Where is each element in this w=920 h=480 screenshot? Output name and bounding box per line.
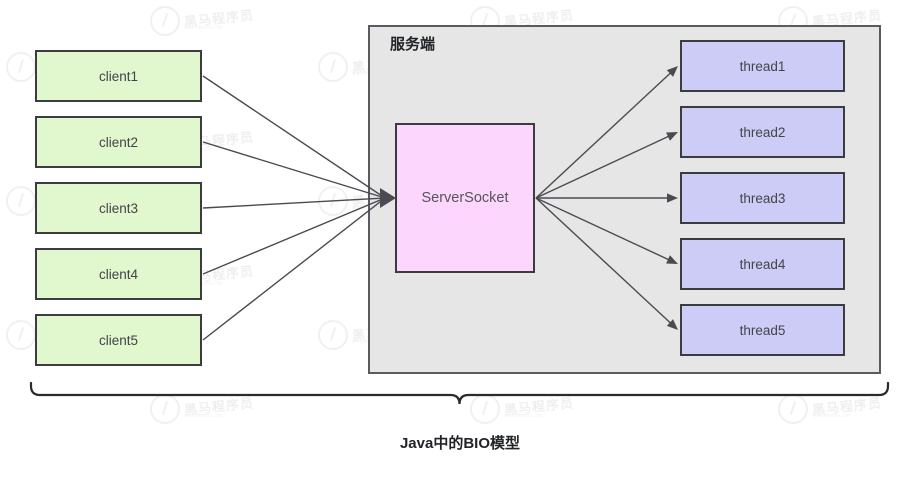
- edge-client1-to-serversocket: [202, 75, 386, 199]
- node-client-3[interactable]: client3: [35, 182, 202, 234]
- node-thread-5[interactable]: thread5: [680, 304, 845, 356]
- node-client-2[interactable]: client2: [35, 116, 202, 168]
- server-panel-title: 服务端: [390, 36, 436, 53]
- watermark-logo-icon: [6, 186, 36, 216]
- watermark-url: www.itheima.com: [184, 412, 223, 419]
- watermark-logo-icon: [150, 6, 180, 36]
- watermark-text: 黑马程序员: [811, 394, 883, 418]
- node-label: client4: [98, 266, 139, 282]
- node-label: thread5: [739, 322, 786, 338]
- node-label: thread2: [739, 124, 786, 140]
- watermark-logo-icon: [318, 52, 348, 82]
- node-label: ServerSocket: [421, 190, 509, 206]
- watermark-logo-icon: [318, 186, 348, 216]
- node-label: thread3: [739, 190, 786, 206]
- node-label: client2: [98, 134, 139, 150]
- node-thread-2[interactable]: thread2: [680, 106, 845, 158]
- watermark-logo-icon: [778, 394, 808, 424]
- node-label: client3: [98, 200, 139, 216]
- node-label: client1: [98, 68, 139, 84]
- watermark-logo-icon: [6, 320, 36, 350]
- watermark-logo-icon: [318, 320, 348, 350]
- node-thread-3[interactable]: thread3: [680, 172, 845, 224]
- edge-client2-to-serversocket: [202, 141, 386, 199]
- node-label: client5: [98, 332, 139, 348]
- node-client-1[interactable]: client1: [35, 50, 202, 102]
- watermark-url: www.itheima.com: [504, 412, 543, 419]
- watermark-text: 黑马程序员: [183, 394, 255, 418]
- watermark-url: www.itheima.com: [812, 412, 851, 419]
- watermark-text: 黑马程序员: [503, 394, 575, 418]
- watermark-text: 黑马程序员: [183, 6, 255, 30]
- watermark-logo-icon: [6, 52, 36, 82]
- node-thread-4[interactable]: thread4: [680, 238, 845, 290]
- edge-client4-to-serversocket: [202, 197, 386, 275]
- diagram-caption: Java中的BIO模型: [399, 435, 521, 452]
- edge-client3-to-serversocket: [202, 197, 386, 209]
- node-label: thread4: [739, 256, 786, 272]
- node-client-5[interactable]: client5: [35, 314, 202, 366]
- caption-bracket: [29, 381, 890, 405]
- node-client-4[interactable]: client4: [35, 248, 202, 300]
- watermark-logo-icon: [470, 394, 500, 424]
- node-label: thread1: [739, 58, 786, 74]
- edge-client5-to-serversocket: [202, 197, 386, 341]
- node-thread-1[interactable]: thread1: [680, 40, 845, 92]
- node-serversocket[interactable]: ServerSocket: [395, 123, 535, 273]
- watermark-url: www.itheima.com: [184, 24, 223, 31]
- watermark-logo-icon: [150, 394, 180, 424]
